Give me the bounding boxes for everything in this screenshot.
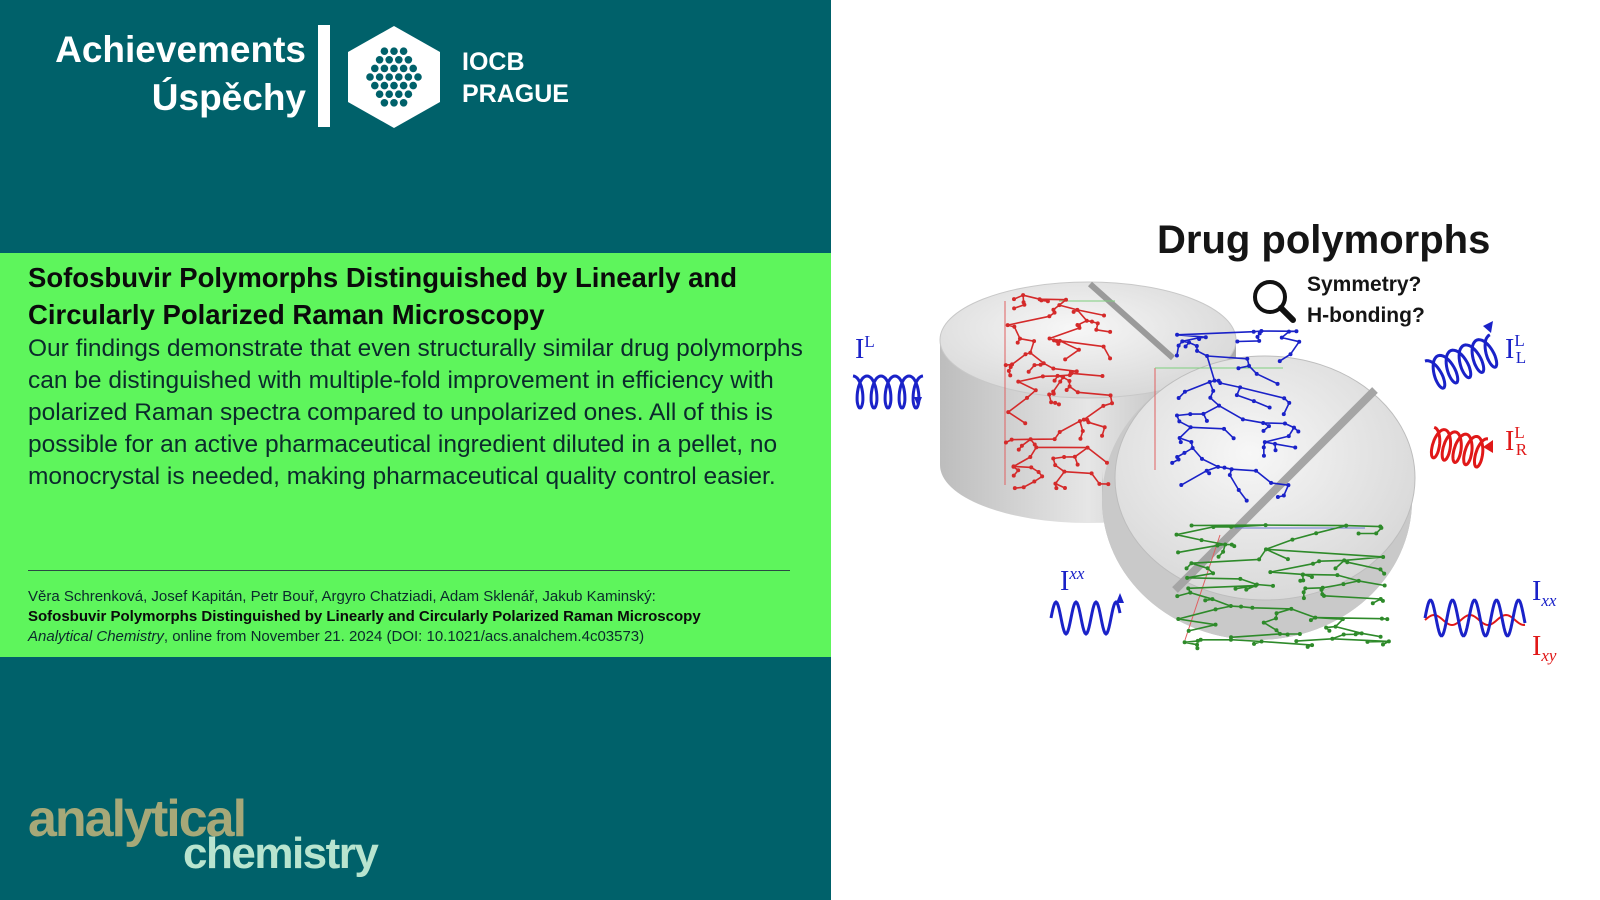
logo-dot [409, 81, 417, 90]
left-panel: Achievements Úspěchy IOCB PRAGUE Sofosbu… [0, 0, 831, 900]
logo-dot [385, 73, 393, 81]
red-molecule-icon [1003, 293, 1115, 491]
header-divider [318, 25, 330, 127]
question-symmetry: Symmetry? [1307, 273, 1421, 296]
label-incident-linear: Ixx [1060, 564, 1085, 597]
graphical-abstract: Drug polymorphs Symmetry? H-bonding? IL [852, 218, 1557, 665]
question-hbonding: H-bonding? [1307, 304, 1425, 327]
logo-dot [399, 47, 408, 55]
logo-dot [409, 64, 417, 73]
logo-dot [390, 47, 398, 55]
header-title: Achievements Úspěchy [30, 26, 306, 122]
journal-logo-word2: chemistry [183, 829, 379, 878]
org-name: IOCB PRAGUE [462, 46, 569, 110]
logo-dot [380, 64, 389, 73]
logo-dot [385, 56, 393, 64]
incident-linear-wave-icon [1049, 593, 1124, 636]
logo-dot [375, 90, 384, 98]
logo-dot [371, 64, 379, 73]
logo-dot [395, 90, 403, 98]
reference-divider [28, 570, 790, 571]
label-scattered-xy: Ixy [1532, 631, 1557, 665]
article-abstract: Our findings demonstrate that even struc… [28, 335, 803, 490]
graphic-title: Drug polymorphs [1157, 218, 1490, 262]
logo-dot [399, 99, 408, 107]
magnifier-icon [1253, 280, 1296, 323]
logo-dot [404, 90, 413, 98]
reference-authors: Věra Schrenková, Josef Kapitán, Petr Bou… [28, 588, 656, 605]
logo-dot [404, 73, 413, 81]
logo-dot [375, 56, 384, 64]
reference-journal-line: Analytical Chemistry, online from Novemb… [28, 627, 818, 647]
iocb-hexagon-logo-icon [348, 26, 440, 128]
logo-dot [414, 73, 422, 81]
logo-dot [395, 56, 403, 64]
logo-dot [371, 81, 379, 90]
logo-dot [380, 99, 389, 107]
logo-dot [390, 81, 398, 90]
logo-dot [404, 56, 413, 64]
scattered-linear-waves-icon [1423, 598, 1527, 638]
logo-dot [380, 81, 389, 90]
logo-dot [375, 73, 384, 81]
reference-journal-name: Analytical Chemistry [28, 628, 164, 645]
blue-molecule-icon [1170, 328, 1302, 503]
logo-dot [399, 81, 408, 90]
article-band [0, 253, 831, 657]
reference-details: , online from November 21. 2024 (DOI: 10… [163, 628, 645, 645]
reference-title: Sofosbuvir Polymorphs Distinguished by L… [28, 608, 701, 625]
logo-dot [385, 90, 393, 98]
logo-dot [390, 64, 398, 73]
journal-logo-word1: analytical [28, 790, 247, 848]
scattered-LL-wave-icon [1424, 321, 1499, 390]
logo-dot [399, 64, 408, 73]
header-line-english: Achievements [55, 29, 306, 70]
logo-dot [366, 73, 374, 81]
green-molecule-icon [1174, 523, 1391, 651]
label-incident-circular: IL [855, 332, 875, 365]
org-name-line2: PRAGUE [462, 80, 569, 108]
org-name-line1: IOCB [462, 48, 525, 76]
incident-circular-wave-icon [852, 374, 924, 410]
logo-dot [390, 99, 398, 107]
header-line-czech: Úspěchy [151, 77, 306, 118]
scattered-LR-wave-icon [1429, 425, 1493, 469]
logo-dot [380, 47, 389, 55]
article-title: Sofosbuvir Polymorphs Distinguished by L… [28, 262, 737, 330]
logo-dot [395, 73, 403, 81]
label-scattered-xx: Ixx [1532, 576, 1557, 610]
